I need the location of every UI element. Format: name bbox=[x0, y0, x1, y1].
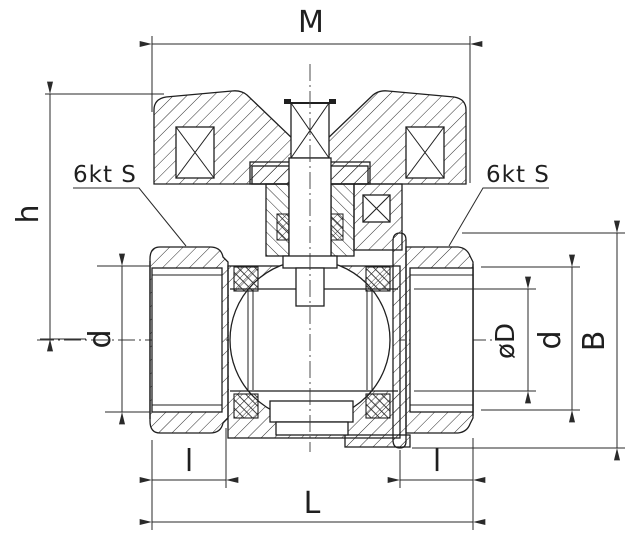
hex-ridge bbox=[392, 232, 407, 449]
stem-assembly bbox=[251, 99, 403, 307]
label-L: L bbox=[304, 486, 321, 521]
label-d-right: d bbox=[533, 330, 568, 349]
dim-l-right bbox=[387, 450, 486, 488]
dim-l-left bbox=[139, 428, 239, 530]
wing-cavity-left bbox=[175, 126, 215, 179]
label-B: B bbox=[577, 331, 612, 352]
stem-packing-left bbox=[276, 213, 290, 241]
stem-packing-right bbox=[330, 213, 344, 241]
dim-L bbox=[139, 438, 486, 530]
dimension-labels: M h d l L l øD d B 6kt S 6kt S bbox=[11, 5, 612, 521]
dim-B bbox=[412, 220, 625, 461]
label-hex-right: 6kt S bbox=[486, 162, 550, 188]
left-end-fitting bbox=[149, 246, 229, 434]
seat-rings bbox=[247, 290, 373, 390]
dim-h bbox=[40, 81, 164, 352]
bottom-retainer bbox=[269, 400, 354, 423]
dim-M bbox=[139, 36, 483, 183]
stop-washer bbox=[353, 183, 403, 251]
dim-d-left bbox=[97, 253, 150, 425]
label-h: h bbox=[11, 204, 46, 223]
wing-cavity-right bbox=[405, 126, 445, 179]
dim-bore bbox=[414, 276, 536, 404]
right-end-fitting bbox=[392, 232, 474, 449]
seat-seals bbox=[233, 266, 391, 419]
label-hex-left: 6kt S bbox=[73, 162, 137, 188]
label-l-left: l bbox=[185, 444, 193, 479]
leader-hex-right bbox=[448, 187, 549, 247]
dimension-lines bbox=[40, 36, 625, 530]
leader-hex-left bbox=[73, 187, 187, 247]
label-bore-diameter: øD bbox=[491, 323, 521, 359]
label-d-left: d bbox=[83, 329, 118, 348]
dim-d-right bbox=[481, 254, 580, 423]
label-M: M bbox=[298, 5, 324, 40]
label-l-right: l bbox=[433, 444, 441, 479]
